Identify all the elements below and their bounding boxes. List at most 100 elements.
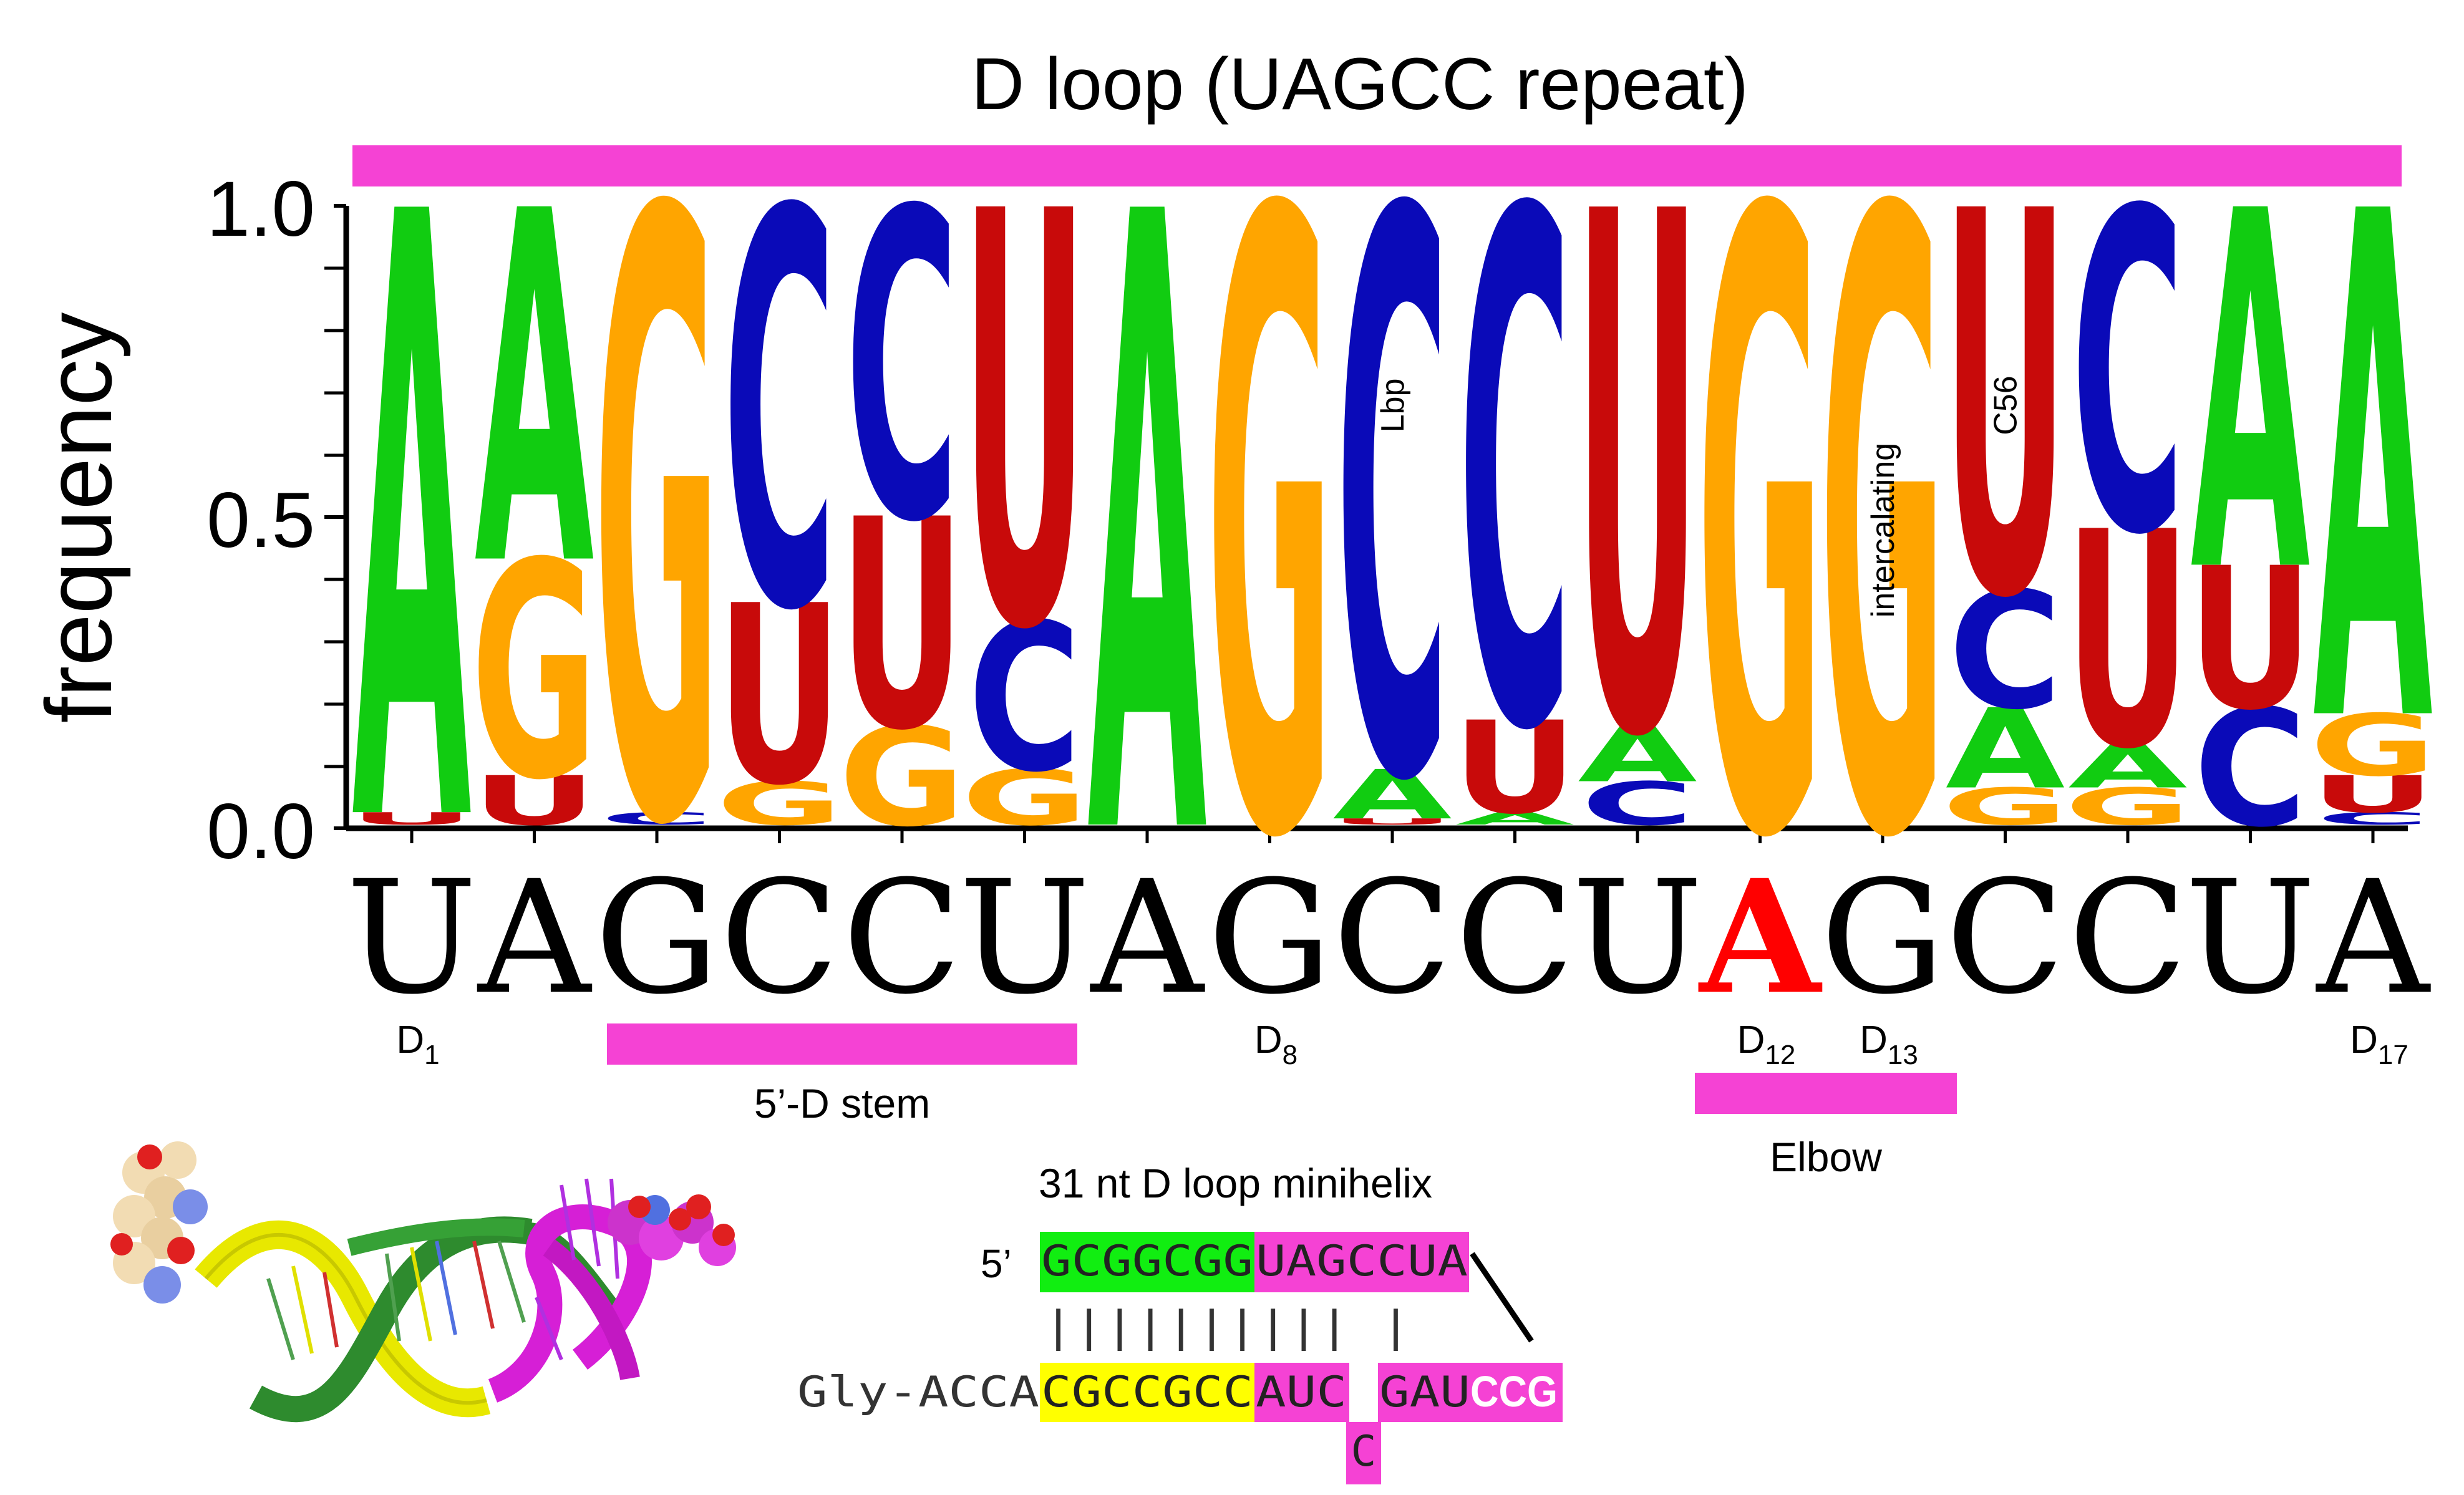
elbow-bar: [1695, 1073, 1957, 1114]
y-axis-label: frequency: [26, 312, 131, 723]
logo-letter-c: C: [1458, 66, 1571, 886]
consensus-letter: G: [1208, 847, 1332, 1028]
logo-letter-g: G: [471, 500, 598, 845]
logo-letter-c: C: [600, 809, 713, 829]
logo-letter-c: C: [845, 122, 958, 616]
logo-letter-u: U: [1452, 695, 1578, 843]
bottom-strand-magenta-2: GAU: [1379, 1368, 1470, 1417]
consensus-letter: G: [1820, 847, 1945, 1028]
logo-letter-a: A: [475, 110, 595, 673]
position-label-d12: D12: [1737, 1018, 1796, 1070]
consensus-letter: C: [842, 847, 961, 1028]
logo-letter-u: U: [2065, 470, 2191, 815]
top-magenta-highlight: [1254, 1232, 1469, 1292]
logo-letter-g: G: [961, 753, 1088, 842]
consensus-letter: U: [346, 847, 478, 1028]
position-label-d8: D8: [1254, 1018, 1297, 1070]
logo-letter-c: C: [723, 99, 836, 730]
logo-letter-a: A: [1332, 756, 1452, 835]
bottom-magenta-highlight-2: [1378, 1363, 1563, 1422]
bottom-strand-yellow: CGCCGCC: [1041, 1368, 1253, 1417]
logo-letter-a: A: [1087, 38, 1208, 1025]
bulge-base: C: [1351, 1427, 1377, 1476]
y-tick-label: 0.0: [206, 788, 315, 875]
logo-letter-c: C: [2194, 675, 2307, 863]
y-tick-label: 1.0: [206, 166, 315, 253]
stem-bar: [607, 1023, 1077, 1065]
logo-annotation: intercalating: [1865, 443, 1901, 617]
consensus-letter: C: [1332, 847, 1452, 1028]
y-axis: [324, 204, 349, 830]
logo-letter-u: U: [962, 94, 1087, 755]
logo-letter-c: C: [1336, 54, 1448, 951]
logo-letter-a: A: [1455, 809, 1574, 829]
logo-letter-g: G: [1697, 38, 1823, 1025]
position-label-d17: D17: [2350, 1018, 2408, 1070]
five-prime-label: 5’: [981, 1241, 1012, 1286]
logo-letter-a: A: [1578, 710, 1697, 799]
bottom-prefix: Gly-ACCA: [797, 1368, 1039, 1417]
top-strand-magenta: UAGCCUA: [1256, 1237, 1468, 1286]
logo-letter-g: G: [839, 699, 966, 856]
logo-letter-c: C: [1581, 770, 1694, 839]
logo-letter-a: A: [2191, 109, 2311, 681]
consensus-letter: U: [1572, 847, 1704, 1028]
logo-letter-a: A: [2068, 733, 2187, 802]
base-pairs: |||||||||| |: [1043, 1302, 1411, 1352]
consensus-letter: U: [2185, 847, 2316, 1028]
consensus-letter-highlight: A: [1699, 845, 1823, 1028]
logo-letter-c: C: [968, 581, 1081, 818]
consensus-letter: A: [1090, 847, 1205, 1028]
logo-letter-c: C: [1949, 557, 2062, 745]
logo-letter-c: C: [2316, 809, 2429, 829]
loop-connector: [1470, 1252, 1534, 1343]
bottom-magenta-highlight-1: [1254, 1363, 1349, 1422]
rna-duplex-ribbon-icon: [110, 1141, 736, 1423]
logo-letter-a: A: [1946, 685, 2065, 814]
logo-letter-g: G: [1206, 38, 1333, 1025]
stem-label: 5’-D stem: [754, 1080, 930, 1126]
logo-letter-g: G: [716, 770, 843, 839]
bottom-yellow-highlight: [1040, 1363, 1254, 1422]
logo-letter-g: G: [2310, 697, 2437, 795]
logo-letter-u: U: [349, 809, 475, 829]
x-axis: [346, 825, 2408, 843]
consensus-letter: C: [1455, 847, 1574, 1028]
elbow-label: Elbow: [1770, 1134, 1882, 1180]
bottom-strand-magenta-1: AUC: [1256, 1368, 1347, 1417]
position-label-d1: D1: [396, 1018, 439, 1070]
logo-letter-c: C: [2071, 119, 2184, 631]
logo-letter-u: U: [1330, 816, 1455, 826]
consensus-letter: A: [477, 847, 592, 1028]
logo-letter-g: G: [1820, 38, 1946, 1025]
top-strand-green: GCGGCGG: [1041, 1237, 1253, 1286]
minihelix-title: 31 nt D loop minihelix: [1039, 1160, 1432, 1206]
consensus-letter: G: [594, 847, 719, 1028]
consensus-letter: C: [720, 847, 839, 1028]
logo-letter-u: U: [2311, 765, 2436, 825]
logo-letter-g: G: [594, 41, 720, 1008]
logo-letter-u: U: [472, 762, 597, 841]
logo-letter-u: U: [840, 459, 965, 794]
logo-letter-a: A: [2313, 69, 2433, 878]
logo-annotations: Lbp intercalating C56: [1375, 375, 2024, 617]
logo-letter-u: U: [717, 553, 842, 839]
logo-annotation: Lbp: [1375, 379, 1411, 433]
top-green-highlight: [1040, 1232, 1254, 1292]
d-loop-bar: [352, 145, 2402, 186]
logo-annotation: C56: [1988, 375, 2024, 435]
logo-letter-g: G: [1942, 778, 2069, 837]
minihelix-diagram: 31 nt D loop minihelix 5’ GCGGCGG UAGCCU…: [797, 1160, 1563, 1484]
logo-letter-u: U: [1575, 64, 1700, 894]
consensus-letter: A: [2316, 847, 2431, 1028]
bottom-strand-white: CCG: [1470, 1367, 1558, 1416]
y-tick-label: 0.5: [206, 477, 315, 564]
consensus-letter: C: [2068, 847, 2187, 1028]
logo-letter-u: U: [2188, 526, 2313, 753]
consensus-letter: U: [959, 847, 1090, 1028]
logo-letter-a: A: [352, 41, 472, 1008]
logo-letter-g: G: [2065, 778, 2191, 837]
